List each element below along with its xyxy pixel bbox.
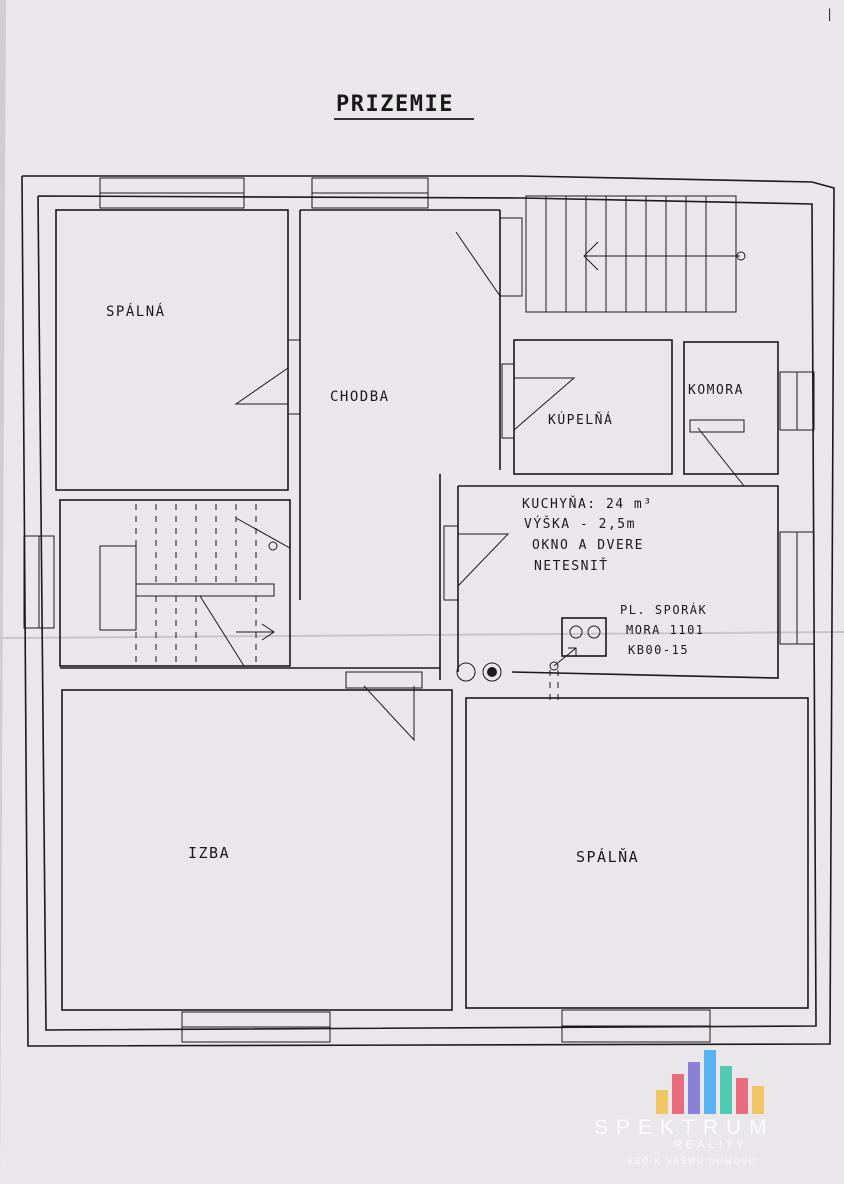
paper-fold	[0, 631, 844, 639]
kitchen-note-line-2: VÝŠKA - 2,5m	[524, 516, 636, 532]
room-label-spalna-bottom: SPÁLŇA	[576, 847, 639, 866]
stove-note-line-1: PL. SPORÁK	[620, 602, 707, 617]
kitchen-note-line-4: NETESNIŤ	[534, 558, 609, 574]
corner-mark: |	[826, 7, 835, 21]
lower-staircase	[99, 504, 278, 667]
room-label-izba: IZBA	[188, 844, 230, 862]
kitchen-note-line-3: OKNO A DVERE	[532, 538, 644, 553]
logo-tagline: KEĎ K VÁŠMU DOMOVU	[628, 1157, 757, 1166]
stove-icon	[549, 617, 607, 706]
top-windows	[23, 177, 815, 1043]
logo-sub: REALITY	[674, 1139, 748, 1151]
chimneys	[456, 662, 502, 682]
stove-note-line-3: KB00-15	[628, 643, 689, 657]
room-label-chodba: CHODBA	[330, 389, 390, 405]
room-label-spalna-top: SPÁLNÁ	[106, 303, 166, 320]
stove-note-line-2: MORA 1101	[626, 623, 705, 637]
room-label-kupelna: KÚPELŇÁ	[548, 412, 613, 428]
plan-title: PRIZEMIE	[336, 92, 454, 117]
upper-staircase	[525, 195, 746, 313]
room-label-komora: KOMORA	[688, 383, 744, 398]
logo-name: SPEKTRUM	[594, 1116, 775, 1139]
kitchen-note-line-1: KUCHYŇA: 24 m³	[522, 496, 653, 512]
spektrum-logo: SPEKTRUM REALITY KEĎ K VÁŠMU DOMOVU	[594, 1050, 775, 1166]
room-walls	[55, 209, 809, 1011]
doors	[234, 217, 746, 742]
